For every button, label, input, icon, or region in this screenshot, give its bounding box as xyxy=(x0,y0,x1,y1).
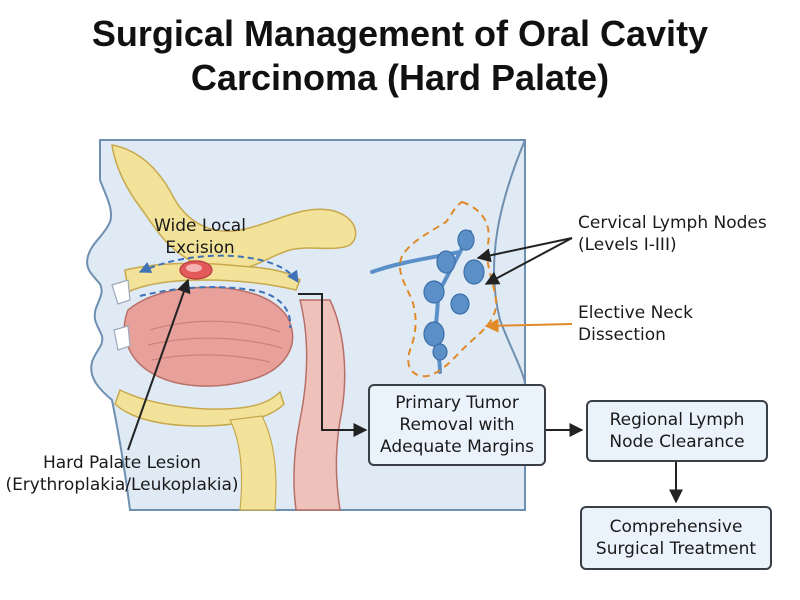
regional-lymph-box: Regional Lymph Node Clearance xyxy=(586,400,768,462)
lymph-node-3 xyxy=(463,259,485,285)
lymph-nodes-label-line-1: Cervical Lymph Nodes xyxy=(578,213,767,233)
primary-box-line-2: Removal with xyxy=(399,415,515,435)
excision-label-line-2: Excision xyxy=(165,238,235,258)
comprehensive-treatment-box: Comprehensive Surgical Treatment xyxy=(580,506,772,570)
excision-lower-line xyxy=(139,286,292,329)
excision-margin-line xyxy=(138,254,299,283)
tongue-fibers xyxy=(147,320,283,363)
comprehensive-box-line-1: Comprehensive xyxy=(609,517,743,537)
lesion-label-line-1: Hard Palate Lesion xyxy=(42,453,202,473)
neck-dissection-label-line-2: Dissection xyxy=(578,325,666,345)
primary-box-line-3: Adequate Margins xyxy=(379,437,534,457)
lymph-node-5 xyxy=(450,293,470,315)
mandible xyxy=(114,388,285,427)
trachea xyxy=(229,415,277,511)
primary-tumor-box: Primary Tumor Removal with Adequate Marg… xyxy=(368,384,546,466)
regional-box-line-1: Regional Lymph xyxy=(609,410,745,430)
nasal-bone xyxy=(111,144,357,271)
page-title: Surgical Management of Oral Cavity Carci… xyxy=(0,12,800,100)
lymph-node-2 xyxy=(436,250,456,274)
upper-teeth xyxy=(111,279,131,305)
title-line-1: Surgical Management of Oral Cavity xyxy=(91,13,709,54)
neck-dissection-label-line-1: Elective Neck xyxy=(578,303,693,323)
lymph-vessel xyxy=(370,230,472,374)
lymph-nodes-label-line-2: (Levels I-III) xyxy=(578,235,677,255)
primary-box-line-1: Primary Tumor xyxy=(395,393,519,413)
regional-box-line-2: Node Clearance xyxy=(609,432,745,452)
lymph-nodes-label: Cervical Lymph Nodes (Levels I-III) xyxy=(578,212,788,256)
lymph-pointer-2 xyxy=(484,237,573,285)
lower-teeth xyxy=(113,325,131,351)
lymph-pointer-1 xyxy=(476,237,573,263)
title-line-2: Carcinoma (Hard Palate) xyxy=(190,57,610,98)
lymph-node-6 xyxy=(423,321,445,347)
lesion-highlight xyxy=(186,264,202,272)
lymph-node-4 xyxy=(423,280,445,304)
neck-dissection-label: Elective Neck Dissection xyxy=(578,302,778,346)
excision-label: Wide Local Excision xyxy=(145,215,255,259)
pharynx xyxy=(293,299,346,511)
lesion-pointer xyxy=(127,278,191,451)
excision-label-line-1: Wide Local xyxy=(154,216,246,236)
lymph-node-1 xyxy=(457,229,475,251)
lesion-label: Hard Palate Lesion (Erythroplakia/Leukop… xyxy=(0,452,244,496)
dissection-pointer xyxy=(484,318,573,333)
lymph-node-7 xyxy=(432,343,448,361)
comprehensive-box-line-2: Surgical Treatment xyxy=(595,539,757,559)
neck-outline xyxy=(493,139,527,401)
connector-head-to-primary xyxy=(298,293,368,437)
tongue xyxy=(123,286,294,387)
lesion-label-line-2: (Erythroplakia/Leukoplakia) xyxy=(5,475,239,495)
